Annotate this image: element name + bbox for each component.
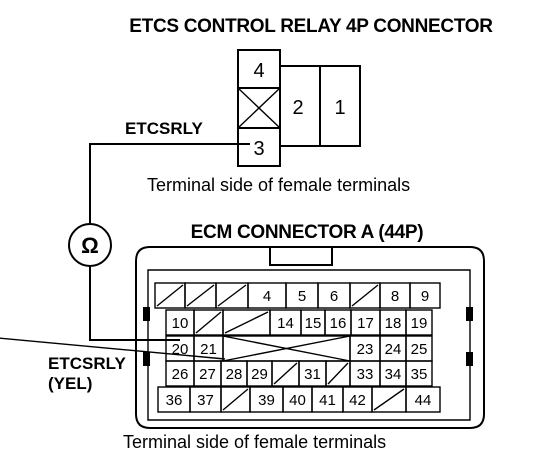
ecm-pin-35: 35 bbox=[411, 366, 428, 383]
ecm-pin-6: 6 bbox=[330, 288, 338, 305]
ecm-pin-18: 18 bbox=[385, 315, 402, 332]
test-lead-upper bbox=[89, 143, 250, 224]
ecm-wire-color: (YEL) bbox=[48, 374, 92, 393]
ecm-empty-cavity bbox=[273, 362, 298, 385]
ecm-centre-cross bbox=[222, 335, 351, 362]
relay-pin-2: 2 bbox=[292, 97, 303, 119]
ecm-pin-28: 28 bbox=[226, 366, 243, 383]
ecm-pin-25: 25 bbox=[411, 341, 428, 358]
ecm-pin-42: 42 bbox=[349, 392, 366, 409]
relay-connector-title: ETCS CONTROL RELAY 4P CONNECTOR bbox=[129, 16, 493, 37]
relay-pin1-cell bbox=[319, 65, 361, 147]
relay-wire-label: ETCSRLY bbox=[125, 119, 203, 138]
relay-connector: 4 2 1 3 bbox=[237, 49, 361, 167]
ecm-pin-27: 27 bbox=[199, 366, 216, 383]
ecm-pin-16: 16 bbox=[330, 315, 347, 332]
ecm-pin-33: 33 bbox=[357, 366, 374, 383]
ecm-pin-14: 14 bbox=[277, 315, 294, 332]
ecm-pin-29: 29 bbox=[251, 366, 268, 383]
ecm-empty-cavity bbox=[0, 337, 226, 360]
ecm-pin-36: 36 bbox=[166, 392, 183, 409]
ecm-terminal-caption: Terminal side of female terminals bbox=[123, 432, 386, 452]
ecm-empty-cavity bbox=[156, 284, 184, 307]
ecm-pin-8: 8 bbox=[391, 288, 399, 305]
ecm-pin-40: 40 bbox=[289, 392, 306, 409]
ecm-cell bbox=[405, 386, 441, 413]
ecm-empty-cavity bbox=[327, 362, 349, 385]
ecm-cell bbox=[405, 309, 433, 336]
test-lead-lower bbox=[89, 266, 180, 341]
ohmmeter: Ω bbox=[68, 223, 112, 267]
ecm-centre-block bbox=[222, 335, 351, 362]
relay-pin-3: 3 bbox=[253, 138, 264, 160]
ecm-pin-9: 9 bbox=[421, 288, 429, 305]
ecm-pin-24: 24 bbox=[385, 341, 402, 358]
ecm-pin-4: 4 bbox=[263, 288, 271, 305]
ecm-pin-19: 19 bbox=[411, 315, 428, 332]
ecm-wire-label: ETCSRLY bbox=[48, 354, 126, 373]
ecm-empty-cavity bbox=[186, 284, 215, 307]
ecm-empty-cavity bbox=[222, 388, 249, 411]
relay-pin-4: 4 bbox=[253, 60, 264, 82]
relay-terminal-caption: Terminal side of female terminals bbox=[147, 175, 410, 195]
ecm-pin-15: 15 bbox=[305, 315, 322, 332]
ecm-pin-44: 44 bbox=[415, 392, 432, 409]
ecm-pin-26: 26 bbox=[172, 366, 189, 383]
ecm-pin-23: 23 bbox=[357, 341, 374, 358]
ecm-pin-17: 17 bbox=[357, 315, 374, 332]
ecm-pin-39: 39 bbox=[258, 392, 275, 409]
ecm-empty-cavity bbox=[224, 311, 269, 334]
ecm-pin-34: 34 bbox=[385, 366, 402, 383]
ecm-empty-cavity bbox=[373, 388, 405, 411]
ecm-empty-cavity bbox=[195, 311, 222, 334]
ecm-pin-41: 41 bbox=[319, 392, 336, 409]
ecm-empty-cavity bbox=[217, 284, 247, 307]
ecm-empty-cavity bbox=[351, 284, 379, 307]
ohm-symbol-icon: Ω bbox=[81, 233, 99, 258]
ecm-latch bbox=[269, 246, 333, 266]
ecm-pin-10: 10 bbox=[172, 315, 189, 332]
ecm-pin-21: 21 bbox=[200, 341, 217, 358]
relay-pin-1: 1 bbox=[334, 97, 345, 119]
ecm-pin-31: 31 bbox=[304, 366, 321, 383]
ecm-pin-5: 5 bbox=[298, 288, 306, 305]
ecm-connector-title: ECM CONNECTOR A (44P) bbox=[191, 222, 424, 243]
ecm-pin-37: 37 bbox=[197, 392, 214, 409]
ecm-cell bbox=[409, 282, 441, 309]
ecm-cell bbox=[405, 360, 433, 387]
